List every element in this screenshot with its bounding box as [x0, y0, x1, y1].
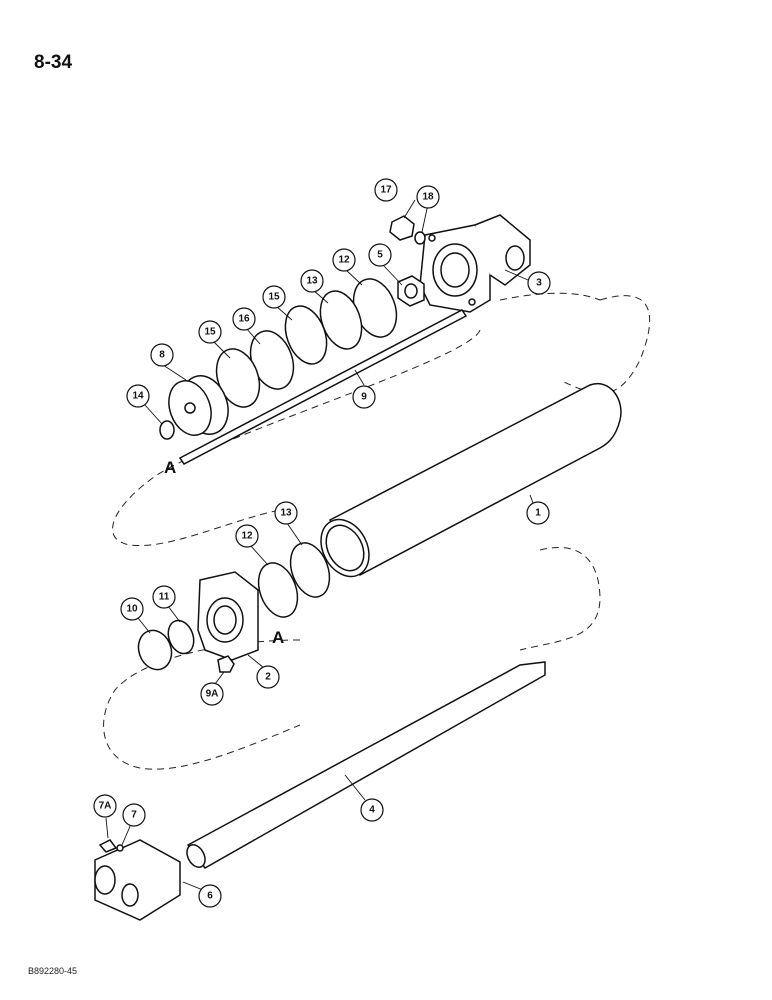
callout-18: 18 [416, 185, 440, 209]
callout-13-upper: 13 [300, 269, 324, 293]
plug-9a [217, 655, 235, 673]
svg-text:12: 12 [338, 255, 350, 266]
callout-4: 4 [360, 798, 384, 822]
callout-6: 6 [198, 884, 222, 908]
marker-a-top: A [164, 458, 176, 477]
svg-text:12: 12 [241, 531, 253, 542]
o-ring-18 [414, 231, 426, 245]
callout-14: 14 [126, 384, 150, 408]
seal-12-lower [257, 562, 299, 618]
nut-5 [397, 275, 425, 307]
callout-10: 10 [120, 597, 144, 621]
lower-group-outline [103, 546, 601, 770]
callout-15-b: 15 [262, 285, 286, 309]
svg-text:9: 9 [361, 392, 367, 403]
svg-text:2: 2 [265, 672, 271, 683]
callout-5: 5 [368, 243, 392, 267]
svg-text:15: 15 [204, 327, 216, 338]
callout-12-lower: 12 [235, 524, 259, 548]
svg-text:10: 10 [126, 604, 138, 615]
svg-text:5: 5 [377, 250, 383, 261]
svg-text:8: 8 [159, 350, 165, 361]
svg-text:4: 4 [369, 805, 375, 816]
callout-16: 16 [232, 307, 256, 331]
callout-2: 2 [256, 665, 280, 689]
svg-text:1: 1 [535, 508, 541, 519]
svg-text:13: 13 [280, 508, 292, 519]
svg-text:16: 16 [238, 314, 250, 325]
svg-text:11: 11 [159, 592, 170, 603]
callout-1: 1 [526, 501, 550, 525]
svg-text:7A: 7A [99, 801, 112, 812]
seal-13-lower [289, 542, 331, 598]
svg-text:7: 7 [131, 810, 137, 821]
svg-text:3: 3 [536, 278, 542, 289]
callout-9a: 9A [200, 682, 224, 706]
tie-rod-9 [178, 309, 468, 465]
svg-text:17: 17 [380, 185, 392, 196]
setscrew-7a [98, 839, 118, 853]
ring-14 [159, 420, 175, 440]
piston-8 [168, 375, 229, 436]
seal-15-b [284, 305, 328, 365]
callout-7: 7 [122, 803, 146, 827]
ball-7 [116, 844, 124, 852]
page-number: 8-34 [34, 52, 73, 73]
callout-12-upper: 12 [332, 248, 356, 272]
svg-text:18: 18 [422, 192, 434, 203]
seal-11 [167, 619, 195, 655]
fitting-17 [389, 215, 415, 241]
barrel-tube [320, 382, 622, 578]
callout-9: 9 [352, 385, 376, 409]
callout-13-lower: 13 [274, 501, 298, 525]
callout-15-a: 15 [198, 320, 222, 344]
callout-8: 8 [150, 343, 174, 367]
callout-11: 11 [152, 585, 176, 609]
piston-rod-4 [186, 661, 546, 869]
svg-text:6: 6 [207, 891, 213, 902]
svg-text:15: 15 [268, 292, 280, 303]
drawing-code: B892280-45 [28, 966, 78, 976]
svg-text:9A: 9A [206, 689, 219, 700]
callout-7a: 7A [93, 794, 117, 818]
callout-17: 17 [374, 178, 398, 202]
callout-3: 3 [527, 271, 551, 295]
marker-a-bottom: A [272, 628, 284, 647]
bottom-head [197, 571, 259, 661]
svg-text:14: 14 [132, 391, 144, 402]
clevis-6 [94, 839, 181, 921]
top-head [419, 214, 531, 313]
svg-text:13: 13 [306, 276, 318, 287]
